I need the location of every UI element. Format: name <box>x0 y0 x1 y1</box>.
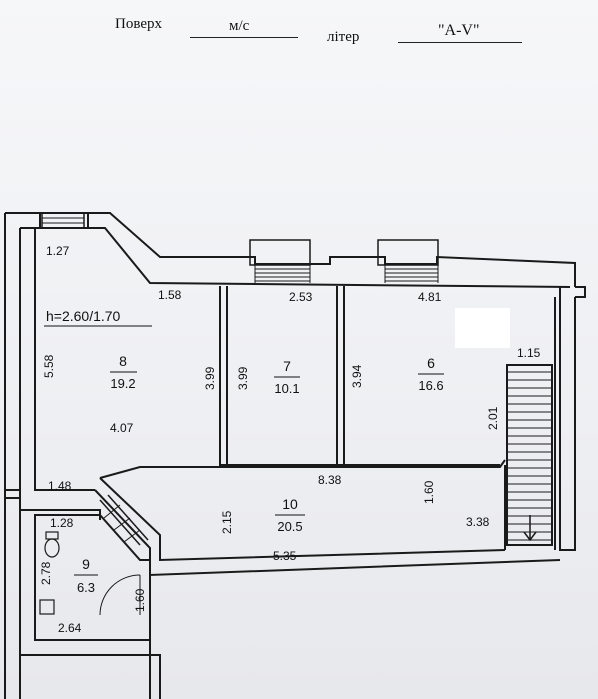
dim-2-01: 2.01 <box>486 406 500 430</box>
wall-top-left <box>5 212 41 228</box>
room-10-area: 20.5 <box>277 519 302 534</box>
dim-3-94: 3.94 <box>350 364 364 388</box>
wall-8-7 <box>219 286 228 466</box>
dim-1-48: 1.48 <box>48 479 72 493</box>
room-6-label: 6 16.6 <box>418 355 444 393</box>
dim-2-64: 2.64 <box>58 621 82 635</box>
room-9-area: 6.3 <box>77 580 95 595</box>
dim-4-07: 4.07 <box>110 421 134 435</box>
floor-value: м/с <box>229 18 250 34</box>
room-8-area: 19.2 <box>110 376 135 391</box>
dim-5-58: 5.58 <box>42 354 56 378</box>
room-7-label: 7 10.1 <box>274 358 300 396</box>
dim-5-35: 5.35 <box>273 549 297 563</box>
letter-value: "A-V" <box>438 22 480 39</box>
dim-2-15: 2.15 <box>220 510 234 534</box>
room-6-number: 6 <box>427 355 435 371</box>
dim-8-38: 8.38 <box>318 473 342 487</box>
room9-walls <box>34 514 151 641</box>
dim-1-15: 1.15 <box>517 346 541 360</box>
room-6-area: 16.6 <box>418 378 443 393</box>
dim-3-99-right: 3.99 <box>236 366 250 390</box>
wall-7-6 <box>336 286 345 466</box>
room-8-label: 8 19.2 <box>110 353 137 391</box>
ceiling-height-label: h=2.60/1.70 <box>46 308 121 324</box>
room-9-label: 9 6.3 <box>74 556 98 595</box>
dim-1-28: 1.28 <box>50 516 74 530</box>
room-7-number: 7 <box>283 358 291 374</box>
room-10-number: 10 <box>282 496 298 512</box>
redaction-box <box>455 308 510 348</box>
staircase-right <box>506 364 553 546</box>
stair-top-left <box>40 212 89 228</box>
dim-1-60-bath: 1.60 <box>133 588 147 612</box>
dim-4-81: 4.81 <box>418 290 442 304</box>
letter-underline <box>398 42 522 43</box>
floor-underline <box>190 37 298 38</box>
room-9-number: 9 <box>82 556 90 572</box>
dim-3-38: 3.38 <box>466 515 490 529</box>
dim-2-53: 2.53 <box>289 290 313 304</box>
dim-1-27: 1.27 <box>46 244 70 258</box>
dim-1-60-corridor: 1.60 <box>422 480 436 504</box>
room8-walls <box>34 228 95 491</box>
dim-3-99-left: 3.99 <box>203 366 217 390</box>
room-8-number: 8 <box>119 353 127 369</box>
dim-1-58: 1.58 <box>158 288 182 302</box>
letter-label: літер <box>327 29 360 45</box>
floor-label: Поверх <box>115 16 162 32</box>
room-10-label: 10 20.5 <box>275 496 305 534</box>
wall-left-joint <box>5 489 20 499</box>
room-7-area: 10.1 <box>274 381 299 396</box>
dim-2-78: 2.78 <box>39 561 53 585</box>
